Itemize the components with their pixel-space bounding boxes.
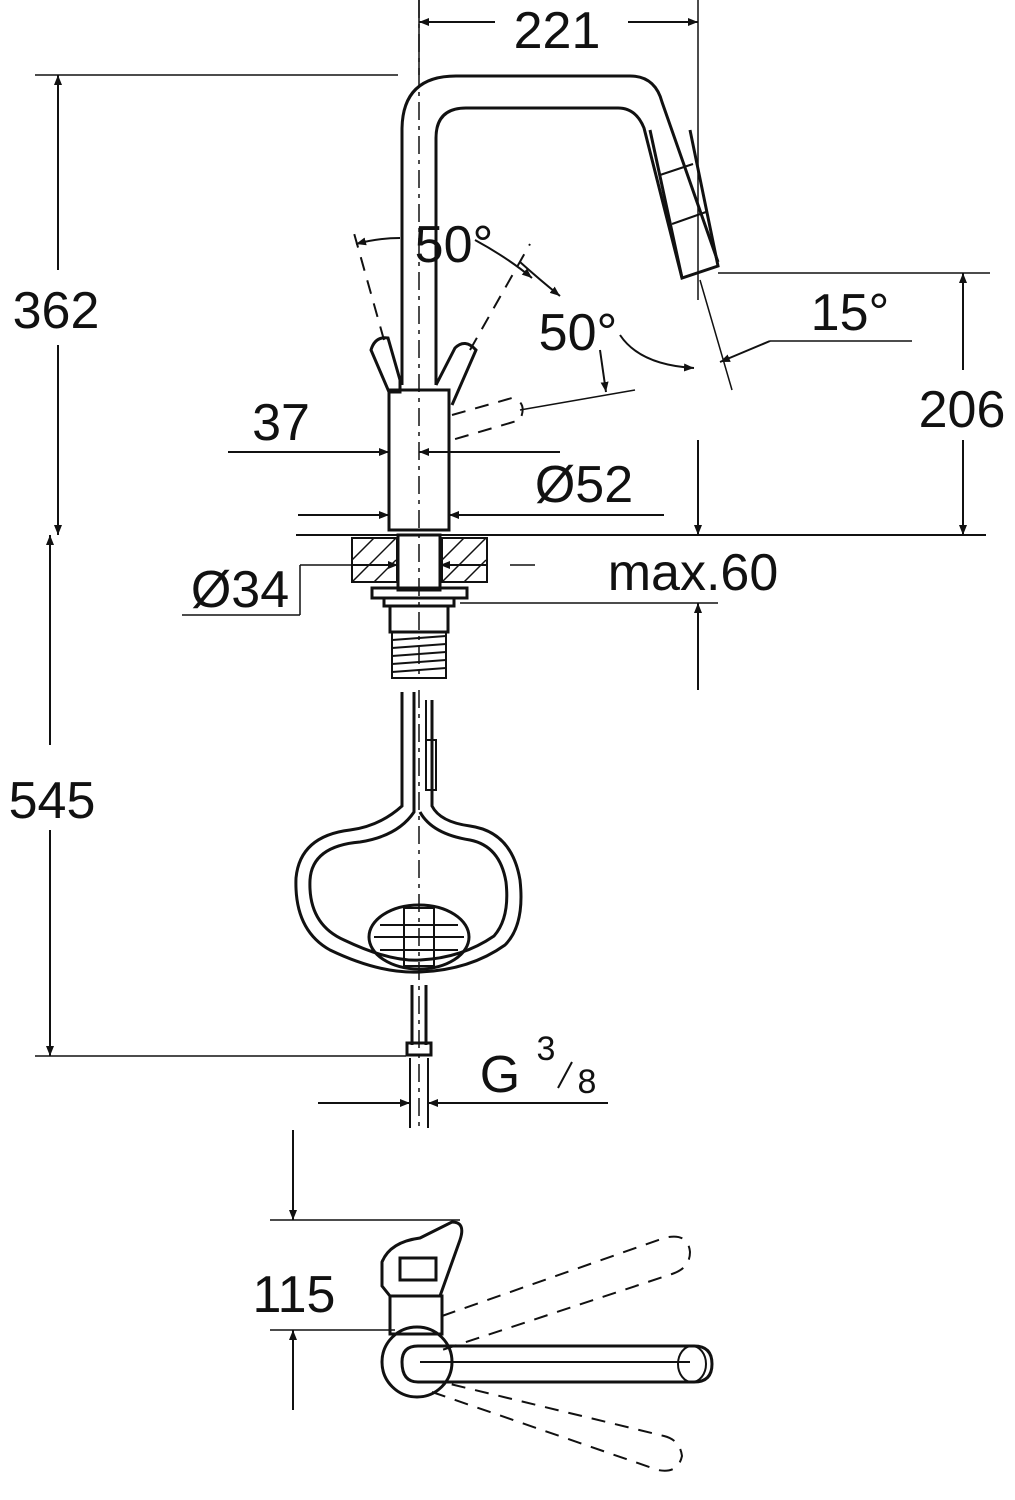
- spout-outline: [400, 74, 720, 385]
- dim-lever-angle-left: 50°: [415, 216, 494, 274]
- dim-hose-length: 545: [9, 772, 96, 830]
- faucet-side-view: [351, 0, 720, 680]
- dimension-labels: 221 362 206 50° 50° 15° 37 Ø52 Ø34 max.6…: [9, 2, 1006, 1324]
- dimension-lines: [35, 0, 990, 1107]
- dim-reach: 221: [514, 2, 601, 60]
- spray-head: [648, 129, 720, 280]
- spout-arm-top: [400, 1344, 714, 1384]
- dim-base-diameter: Ø52: [535, 456, 633, 514]
- dim-connection-main: G: [480, 1046, 520, 1104]
- dim-lever-offset: 37: [252, 394, 310, 452]
- lever-left: [369, 336, 402, 394]
- spout-swivel-up: [441, 1235, 692, 1351]
- dim-connection-numerator: 3: [537, 1030, 556, 1068]
- pull-out-hose: [294, 690, 523, 1130]
- spout-swivel-down: [431, 1381, 684, 1472]
- dim-connection-denominator: 8: [578, 1063, 597, 1101]
- dim-max-thickness: max.60: [608, 544, 779, 602]
- lever-right: [434, 342, 478, 406]
- fraction-slash: [557, 1061, 573, 1089]
- faucet-top-view: [270, 1130, 714, 1472]
- mounting-assembly: [296, 533, 986, 679]
- dim-spray-angle: 15°: [811, 284, 890, 342]
- dim-spout-height: 206: [919, 381, 1006, 439]
- spout-inner-outline: [434, 106, 684, 385]
- dim-lever-angle-right: 50°: [539, 304, 618, 362]
- hose-inner-loop: [308, 692, 509, 962]
- dim-lever-height: 115: [253, 1266, 336, 1324]
- hose-outer-loop: [294, 692, 523, 974]
- lever-ghost-right: [451, 396, 524, 441]
- dim-hole-diameter: Ø34: [191, 561, 289, 619]
- dim-total-height: 362: [13, 282, 100, 340]
- lever-top-view: [380, 1220, 464, 1298]
